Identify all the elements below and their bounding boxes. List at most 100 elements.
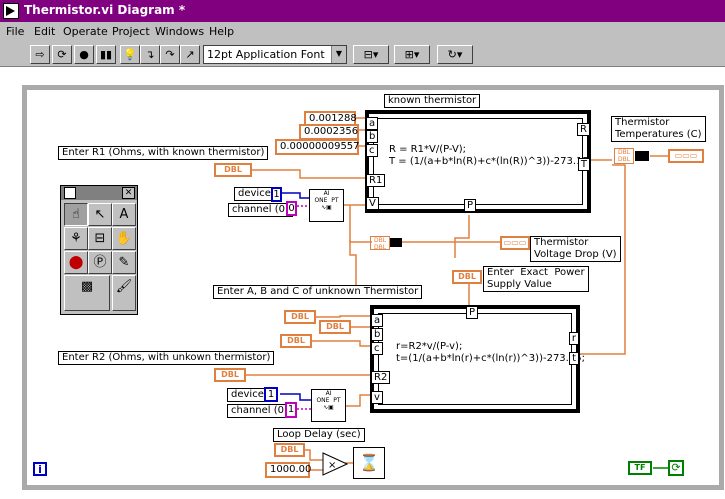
formula-2-output-r[interactable]: r: [568, 332, 579, 345]
close-icon[interactable]: ✕: [122, 187, 135, 199]
a-unknown-control[interactable]: DBL: [284, 310, 316, 324]
device-constant-2[interactable]: 1: [264, 387, 278, 402]
run-arrow-icon[interactable]: ⇨: [30, 45, 50, 64]
menu-project[interactable]: Project: [112, 25, 150, 38]
formula-2-input-c[interactable]: c: [371, 342, 383, 355]
device-constant-1[interactable]: 1: [271, 187, 282, 202]
loop-delay-label: Loop Delay (sec): [273, 428, 365, 442]
ai-one-pt-vi-1[interactable]: AI ONE PT ∿▣: [309, 189, 344, 222]
color-picker-icon[interactable]: ▩: [64, 275, 110, 311]
step-over-icon[interactable]: ↷: [160, 45, 180, 64]
formula-1-output-r[interactable]: R: [577, 123, 590, 136]
channel-constant-2[interactable]: 1: [285, 402, 297, 418]
formula-1-output-t[interactable]: T: [577, 158, 590, 171]
wiring-spool-icon[interactable]: ⚘: [64, 227, 88, 250]
r2-control[interactable]: DBL: [214, 368, 246, 382]
ai-one-pt-label-2: AI ONE PT: [316, 390, 341, 404]
scroll-hand-icon[interactable]: ✋: [112, 227, 136, 250]
b-unknown-control[interactable]: DBL: [319, 320, 351, 334]
wait-ms-function[interactable]: ⌛: [353, 447, 385, 479]
color-copy-icon[interactable]: ✎: [112, 251, 136, 274]
channel-label-1: channel (0): [228, 203, 293, 217]
formula-1-input-b[interactable]: b: [366, 130, 379, 143]
window-title: Thermistor.vi Diagram *: [24, 3, 186, 17]
tools-palette[interactable]: ✕ ☝ ↖ A ⚘ ⊟ ✋ ⬤ Ⓟ ✎ ▩ 🖌: [60, 185, 138, 315]
align-objects-icon[interactable]: ⊟▾: [353, 45, 389, 64]
formula-2-output-t[interactable]: t: [569, 352, 579, 365]
build-array-icon[interactable]: [635, 151, 649, 161]
popup-menu-icon[interactable]: ⊟: [88, 227, 112, 250]
multiply-function[interactable]: ×: [322, 452, 348, 476]
formula-1-text[interactable]: R = R1*V/(P-V); T = (1/(a+b*ln(R)+c*(ln(…: [389, 144, 593, 167]
formula-node-unknown[interactable]: r=R2*v/(P-v); t=(1/(a+b*ln(r)+c*(ln(r))^…: [370, 305, 585, 413]
enter-r2-label: Enter R2 (Ohms, with unkown thermistor): [58, 351, 275, 365]
step-into-icon[interactable]: ↴: [140, 45, 160, 64]
distribute-objects-icon[interactable]: ⊞▾: [394, 45, 430, 64]
menu-help[interactable]: Help: [209, 25, 235, 38]
formula-2-input-b[interactable]: b: [371, 328, 384, 341]
loop-delay-control[interactable]: DBL: [274, 443, 305, 457]
temperature-indicator[interactable]: ▭▭▭: [668, 149, 704, 163]
pause-icon[interactable]: ▮▮: [96, 45, 116, 64]
enter-r1-label: Enter R1 (Ohms, with known thermistor): [58, 146, 269, 160]
formula-1-input-p[interactable]: P: [464, 199, 477, 212]
formula-1-input-a[interactable]: a: [366, 117, 379, 130]
true-constant[interactable]: TF: [628, 461, 652, 475]
palette-titlebar[interactable]: [61, 186, 137, 200]
constant-b[interactable]: 0.0002356: [299, 124, 359, 140]
font-selector-value: 12pt Application Font: [207, 48, 325, 61]
menu-operate[interactable]: Operate: [63, 25, 108, 38]
voltage-build-array-icon[interactable]: [390, 238, 402, 247]
run-continuously-icon[interactable]: ⟳: [52, 45, 72, 64]
known-thermistor-label: known thermistor: [384, 94, 481, 108]
ai-one-pt-label-1: AI ONE PT: [314, 190, 339, 204]
formula-2-text[interactable]: r=R2*v/(P-v); t=(1/(a+b*ln(r)+c*(ln(r))^…: [396, 341, 585, 364]
paintbrush-icon[interactable]: 🖌: [112, 275, 136, 311]
waveform-icon: ∿▣: [323, 404, 334, 411]
title-bar: Thermistor.vi Diagram *: [0, 0, 725, 22]
formula-1-input-c[interactable]: c: [366, 144, 378, 157]
menu-windows[interactable]: Windows: [155, 25, 205, 38]
breakpoint-icon[interactable]: ⬤: [64, 251, 88, 274]
waveform-icon: ∿▣: [321, 204, 332, 211]
loop-condition-icon[interactable]: ⟳: [668, 460, 684, 476]
highlight-execution-icon[interactable]: 💡: [120, 45, 140, 64]
c-unknown-control[interactable]: DBL: [280, 334, 312, 348]
r1-control[interactable]: DBL: [214, 163, 252, 177]
text-tool-icon[interactable]: A: [112, 203, 136, 226]
font-selector[interactable]: 12pt Application Font ▼: [203, 45, 347, 64]
channel-label-2: channel (0): [227, 404, 292, 418]
while-loop-frame[interactable]: [22, 85, 724, 490]
menu-file[interactable]: File: [6, 25, 25, 38]
formula-1-input-r1[interactable]: R1: [366, 174, 386, 187]
step-out-icon[interactable]: ↗: [180, 45, 200, 64]
abort-icon[interactable]: ●: [74, 45, 94, 64]
info-icon[interactable]: i: [33, 462, 47, 476]
constant-c[interactable]: 0.00000009557: [275, 139, 360, 155]
vi-icon[interactable]: [3, 3, 19, 19]
formula-2-input-p[interactable]: P: [466, 306, 479, 319]
device-label-2: device: [227, 388, 268, 402]
formula-2-input-v[interactable]: v: [371, 391, 383, 404]
thermistor-temperatures-label: Thermistor Temperatures (C): [611, 116, 706, 142]
operate-hand-icon[interactable]: ☝: [64, 203, 88, 226]
formula-node-known[interactable]: R = R1*V/(P-V); T = (1/(a+b*ln(R)+c*(ln(…: [365, 110, 593, 213]
multiply-icon: ×: [328, 460, 336, 471]
enter-abc-label: Enter A, B and C of unknown Thermistor: [213, 285, 423, 299]
voltage-indicator[interactable]: ▭▭▭: [500, 236, 530, 250]
formula-2-input-a[interactable]: a: [371, 314, 384, 327]
delay-multiplier-constant[interactable]: 1000.00: [265, 462, 311, 478]
menu-edit[interactable]: Edit: [34, 25, 56, 38]
position-arrow-icon[interactable]: ↖: [88, 203, 112, 226]
probe-icon[interactable]: Ⓟ: [88, 251, 112, 274]
formula-1-input-v[interactable]: V: [366, 197, 379, 210]
thermistor-voltage-drop-label: Thermistor Voltage Drop (V): [530, 236, 621, 262]
power-supply-control[interactable]: DBL: [452, 270, 482, 284]
ai-one-pt-vi-2[interactable]: AI ONE PT ∿▣: [311, 389, 346, 422]
channel-constant-1[interactable]: 0: [286, 201, 297, 216]
reorder-icon[interactable]: ↻▾: [437, 45, 473, 64]
formula-2-input-r2[interactable]: R2: [371, 371, 391, 384]
